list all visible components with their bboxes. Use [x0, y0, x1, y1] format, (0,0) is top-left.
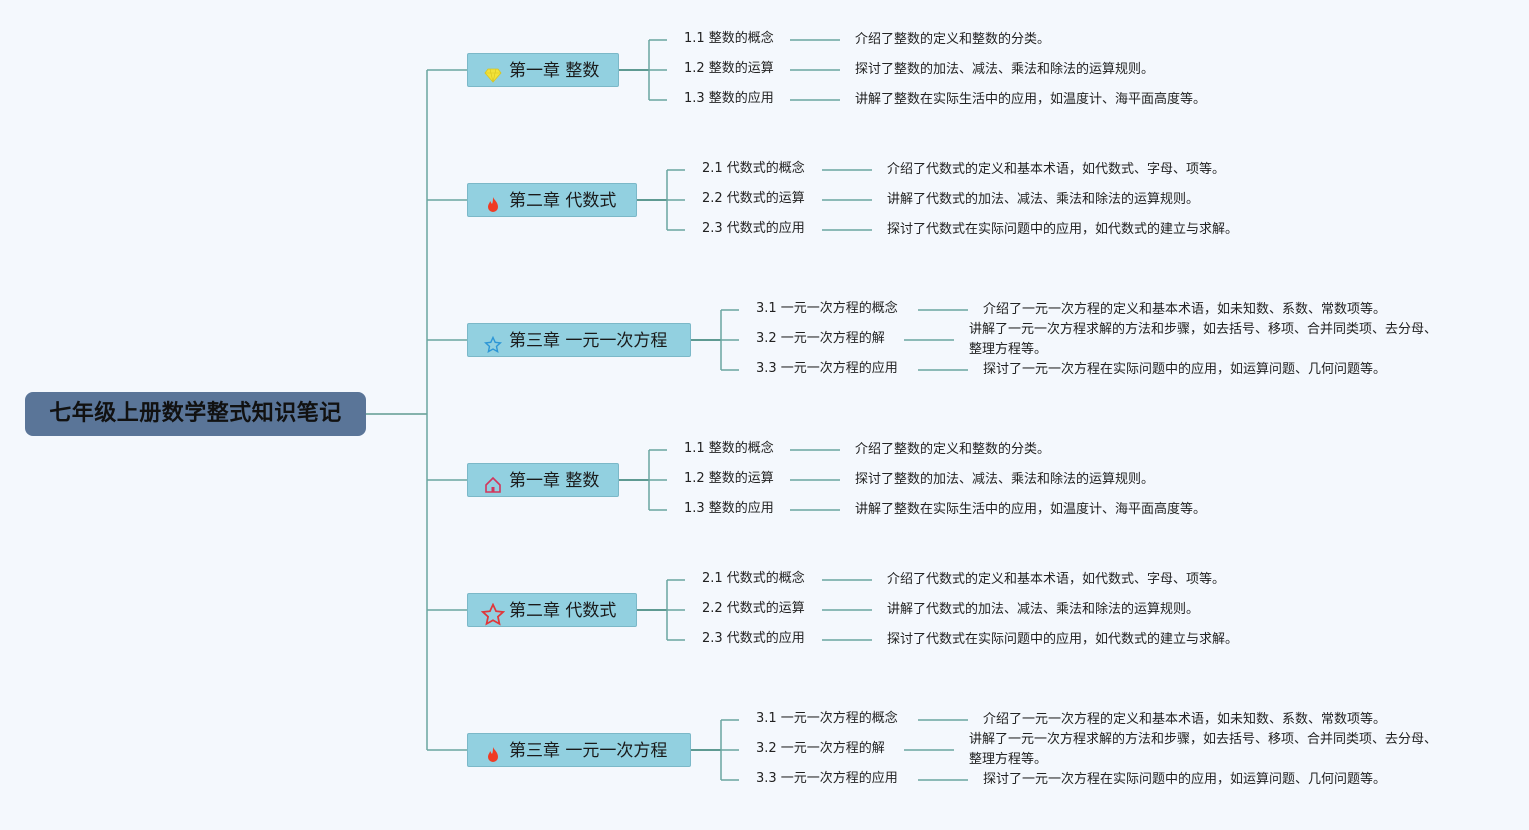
subtopic-node[interactable]: 1.1 整数的概念 — [684, 441, 774, 456]
subtopic-node[interactable]: 2.3 代数式的应用 — [702, 221, 805, 236]
subtopic-node[interactable]: 3.1 一元一次方程的概念 — [756, 711, 898, 726]
subtopic-node[interactable]: 2.1 代数式的概念 — [702, 571, 805, 586]
chapter-node[interactable]: 第二章 代数式 — [467, 183, 637, 217]
description-node[interactable]: 探讨了一元一次方程在实际问题中的应用，如运算问题、几何问题等。 — [983, 772, 1387, 787]
chapter-node[interactable]: 第三章 一元一次方程 — [467, 733, 691, 767]
description-node[interactable]: 讲解了整数在实际生活中的应用，如温度计、海平面高度等。 — [855, 502, 1207, 517]
chapter-label: 第一章 整数 — [509, 61, 600, 81]
home-icon — [484, 472, 502, 493]
description-node[interactable]: 讲解了整数在实际生活中的应用，如温度计、海平面高度等。 — [855, 92, 1207, 107]
chapter-node[interactable]: 第一章 整数 — [467, 53, 619, 87]
chapter-label: 第三章 一元一次方程 — [509, 741, 668, 761]
description-node[interactable]: 讲解了代数式的加法、减法、乘法和除法的运算规则。 — [887, 192, 1200, 207]
description-node[interactable]: 讲解了代数式的加法、减法、乘法和除法的运算规则。 — [887, 602, 1200, 617]
fire-icon — [484, 192, 502, 212]
description-node[interactable]: 探讨了代数式在实际问题中的应用，如代数式的建立与求解。 — [887, 632, 1239, 647]
subtopic-node[interactable]: 3.3 一元一次方程的应用 — [756, 771, 898, 786]
description-node[interactable]: 介绍了一元一次方程的定义和基本术语，如未知数、系数、常数项等。 — [983, 302, 1387, 317]
subtopic-node[interactable]: 2.2 代数式的运算 — [702, 191, 805, 206]
subtopic-node[interactable]: 1.2 整数的运算 — [684, 471, 774, 486]
subtopic-node[interactable]: 3.2 一元一次方程的解 — [756, 331, 885, 346]
description-node[interactable]: 讲解了一元一次方程求解的方法和步骤，如去括号、移项、合并同类项、去分母、整理方程… — [969, 732, 1438, 767]
diamond-icon — [484, 62, 502, 83]
star-outline-red-icon — [480, 602, 506, 626]
chapter-label: 第二章 代数式 — [509, 191, 617, 211]
subtopic-node[interactable]: 1.1 整数的概念 — [684, 31, 774, 46]
subtopic-node[interactable]: 1.3 整数的应用 — [684, 501, 774, 516]
star-outline-blue-icon — [483, 332, 503, 353]
description-node[interactable]: 讲解了一元一次方程求解的方法和步骤，如去括号、移项、合并同类项、去分母、整理方程… — [969, 322, 1438, 357]
chapter-node[interactable]: 第三章 一元一次方程 — [467, 323, 691, 357]
description-node[interactable]: 探讨了整数的加法、减法、乘法和除法的运算规则。 — [855, 62, 1155, 77]
description-node[interactable]: 探讨了整数的加法、减法、乘法和除法的运算规则。 — [855, 472, 1155, 487]
description-node[interactable]: 介绍了整数的定义和整数的分类。 — [855, 442, 1051, 457]
description-node[interactable]: 介绍了整数的定义和整数的分类。 — [855, 32, 1051, 47]
subtopic-node[interactable]: 1.2 整数的运算 — [684, 61, 774, 76]
subtopic-node[interactable]: 2.2 代数式的运算 — [702, 601, 805, 616]
description-node[interactable]: 探讨了一元一次方程在实际问题中的应用，如运算问题、几何问题等。 — [983, 362, 1387, 377]
fire-icon — [484, 742, 502, 762]
description-node[interactable]: 介绍了代数式的定义和基本术语，如代数式、字母、项等。 — [887, 162, 1226, 177]
subtopic-node[interactable]: 3.1 一元一次方程的概念 — [756, 301, 898, 316]
chapter-label: 第二章 代数式 — [509, 601, 617, 621]
chapter-node[interactable]: 第二章 代数式 — [467, 593, 637, 627]
description-node[interactable]: 介绍了代数式的定义和基本术语，如代数式、字母、项等。 — [887, 572, 1226, 587]
description-node[interactable]: 介绍了一元一次方程的定义和基本术语，如未知数、系数、常数项等。 — [983, 712, 1387, 727]
description-node[interactable]: 探讨了代数式在实际问题中的应用，如代数式的建立与求解。 — [887, 222, 1239, 237]
subtopic-node[interactable]: 3.3 一元一次方程的应用 — [756, 361, 898, 376]
root-topic[interactable]: 七年级上册数学整式知识笔记 — [25, 392, 366, 436]
subtopic-node[interactable]: 1.3 整数的应用 — [684, 91, 774, 106]
chapter-label: 第三章 一元一次方程 — [509, 331, 668, 351]
subtopic-node[interactable]: 2.3 代数式的应用 — [702, 631, 805, 646]
chapter-label: 第一章 整数 — [509, 471, 600, 491]
chapter-node[interactable]: 第一章 整数 — [467, 463, 619, 497]
subtopic-node[interactable]: 3.2 一元一次方程的解 — [756, 741, 885, 756]
subtopic-node[interactable]: 2.1 代数式的概念 — [702, 161, 805, 176]
